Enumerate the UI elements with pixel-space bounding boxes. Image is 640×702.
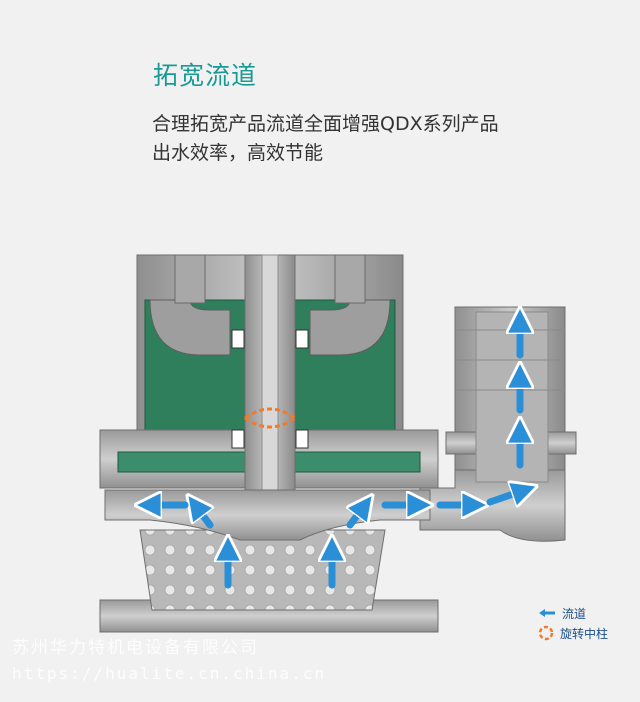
watermark-url: https://hualite.cn.china.cn	[12, 664, 327, 683]
strainer-basket	[139, 529, 386, 611]
legend-rotation: 旋转中柱	[538, 623, 608, 643]
flow-arrow	[350, 505, 365, 529]
flow-arrow-icon	[539, 609, 555, 617]
legend-flow: 流道	[538, 603, 608, 623]
page-title: 拓宽流道	[153, 61, 258, 90]
flow-arrow	[195, 505, 210, 529]
watermark-company: 苏州华力特机电设备有限公司	[12, 638, 259, 658]
legend-flow-label: 流道	[562, 606, 587, 621]
flow-arrow	[486, 490, 525, 502]
legend: 流道 旋转中柱	[538, 603, 608, 643]
description: 合理拓宽产品流道全面增强QDX系列产品 出水效率，高效节能	[152, 110, 499, 168]
legend-rotation-label: 旋转中柱	[560, 626, 609, 641]
description-line-1: 合理拓宽产品流道全面增强QDX系列产品	[152, 113, 499, 135]
rotation-circle-icon	[538, 625, 554, 641]
flow-arrows	[148, 320, 525, 589]
rotation-arc	[244, 416, 296, 429]
description-line-2: 出水效率，高效节能	[152, 142, 324, 164]
